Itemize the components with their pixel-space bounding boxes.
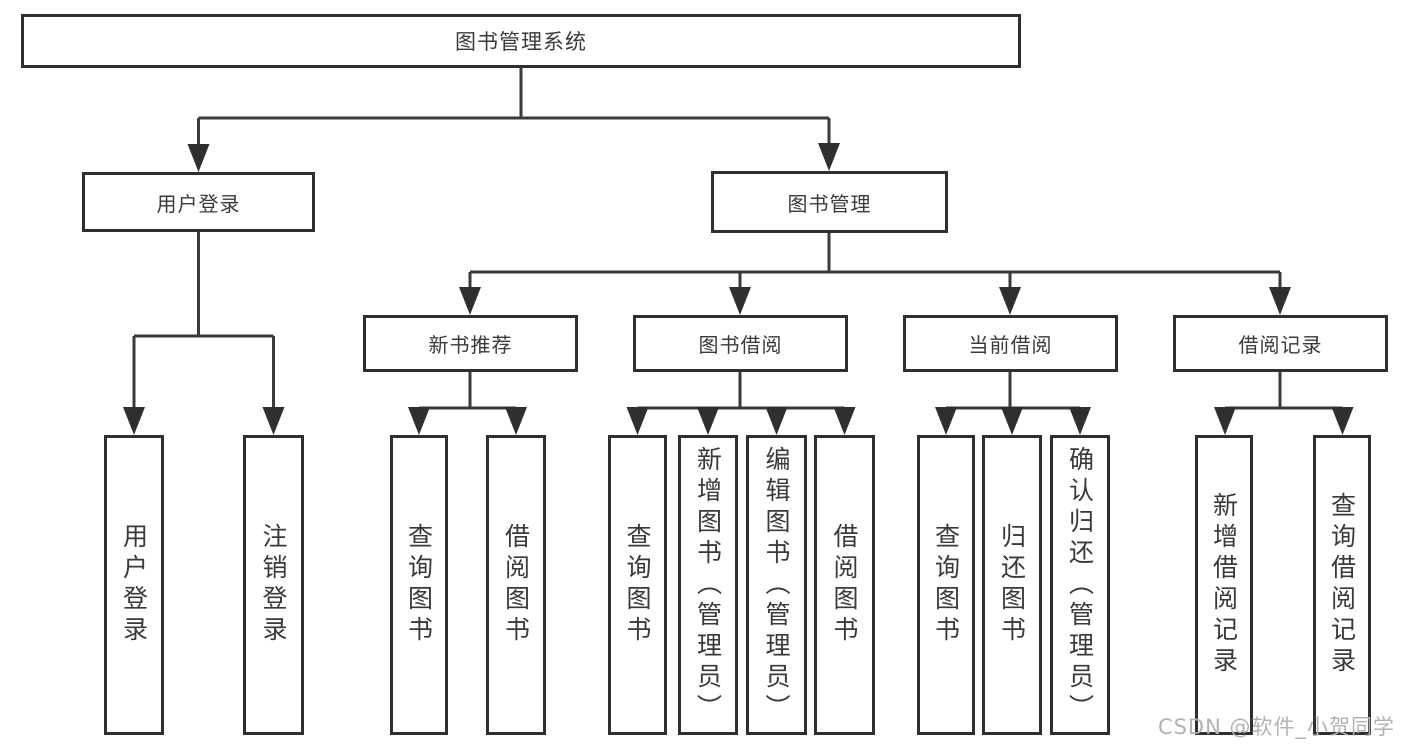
arrow-icon [187,144,210,172]
node-label: 新增借阅记录 [1209,492,1239,678]
node-label: 借阅记录 [1238,333,1323,357]
arrow-icon [408,407,430,435]
node-label: 查询借阅记录 [1327,492,1357,678]
node-root-system: 图书管理系统 [21,14,1021,68]
connector-borrow-records [1223,372,1344,411]
node-leaf-edit-book-admin: 编辑图书（管理员） [746,435,807,735]
connector-book-borrow [636,372,846,411]
node-book-borrow: 图书借阅 [633,315,848,372]
node-leaf-confirm-return-admin: 确认归还（管理员） [1050,435,1110,735]
arrow-icon [818,143,840,171]
arrow-icon [1214,407,1236,435]
arrow-icon [1269,287,1291,315]
node-label: 编辑图书（管理员） [762,445,791,725]
arrow-icon [626,407,649,435]
node-label: 图书管理系统 [455,30,587,54]
connector-current-borrow [944,372,1082,411]
connector-root [197,68,831,148]
arrow-icon [262,407,285,435]
arrow-icon [1069,407,1091,435]
node-label: 确认归还（管理员） [1065,445,1095,725]
arrow-icon [935,407,957,435]
arrow-icon [1331,407,1354,435]
node-current-borrow: 当前借阅 [903,315,1118,372]
node-leaf-query-books-recommend: 查询图书 [390,435,448,735]
arrow-icon [833,407,856,435]
arrow-icon [459,287,481,315]
node-leaf-borrow-books-recommend: 借阅图书 [486,435,546,735]
node-borrow-records: 借阅记录 [1173,315,1388,372]
node-label: 图书管理 [787,191,872,216]
node-label: 用户登录 [156,191,241,216]
node-label: 借阅图书 [830,523,859,647]
node-label: 图书借阅 [698,333,783,357]
arrow-icon [1001,407,1023,435]
node-leaf-return-book: 归还图书 [982,435,1042,735]
connector-book-management [468,233,1282,291]
node-label: 注销登录 [259,523,288,647]
arrow-icon [697,407,719,435]
node-leaf-user-login: 用户登录 [104,435,164,735]
node-label: 借阅图书 [501,523,531,647]
arrow-icon [999,287,1021,315]
node-label: 新增图书（管理员） [693,445,723,725]
node-label: 当前借阅 [968,333,1053,357]
csdn-watermark: CSDN @软件_小贺同学 [1157,715,1395,739]
node-label: 查询图书 [931,523,961,647]
node-book-management-branch: 图书管理 [711,171,948,233]
node-user-login-branch: 用户登录 [82,172,315,232]
node-leaf-add-book-admin: 新增图书（管理员） [678,435,738,735]
node-leaf-add-borrow-record: 新增借阅记录 [1195,435,1253,735]
connector-user-login [132,232,275,411]
node-leaf-borrow-books: 借阅图书 [814,435,875,735]
node-leaf-logout: 注销登录 [243,435,304,735]
connector-new-book-recommend [417,372,518,411]
node-leaf-query-borrow-record: 查询借阅记录 [1313,435,1371,735]
node-new-book-recommend: 新书推荐 [363,315,578,372]
arrow-icon [123,407,145,435]
arrow-icon [505,407,527,435]
node-label: 查询图书 [623,523,652,647]
node-label: 查询图书 [404,523,434,647]
arrow-icon [765,407,788,435]
node-label: 归还图书 [997,523,1027,647]
node-leaf-query-books-borrow: 查询图书 [608,435,667,735]
node-leaf-query-books-current: 查询图书 [917,435,975,735]
node-label: 新书推荐 [428,333,513,357]
node-label: 用户登录 [119,523,149,647]
arrow-icon [729,287,751,315]
